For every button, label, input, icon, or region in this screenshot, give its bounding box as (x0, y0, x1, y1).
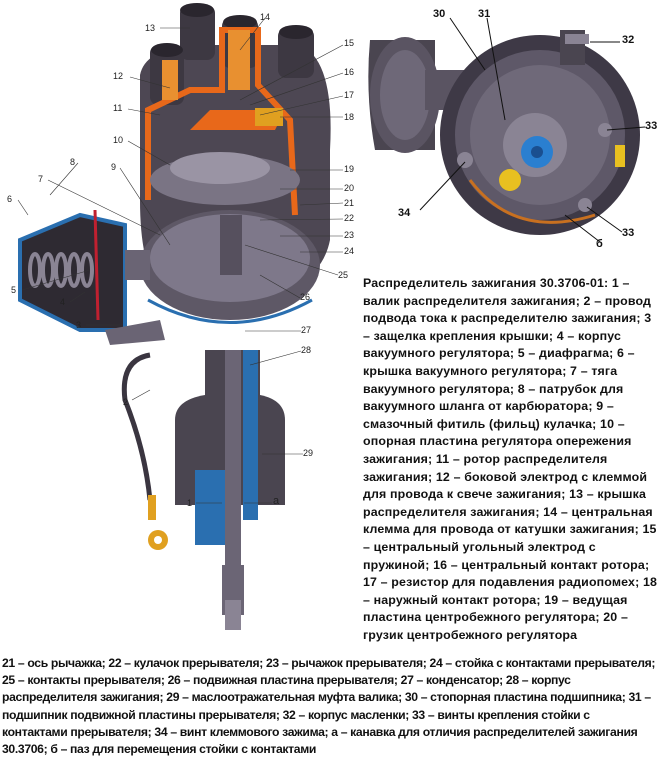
label-33-lower: 33 (622, 227, 635, 239)
label-2: 2 (123, 397, 129, 407)
label-17: 17 (344, 90, 355, 100)
label-33-upper: 33 (645, 120, 658, 132)
label-16: 16 (344, 67, 355, 77)
label-13: 13 (145, 23, 156, 33)
label-30: 30 (433, 8, 446, 20)
label-29: 29 (303, 448, 314, 458)
label-11: 11 (113, 103, 123, 113)
label-32: 32 (622, 34, 635, 46)
label-12: 12 (113, 71, 124, 81)
figure-caption-bottom: 21 – ось рычажка; 22 – кулачок прерывате… (2, 656, 656, 757)
label-5: 5 (11, 285, 17, 295)
label-21: 21 (344, 198, 355, 208)
distributor-cutaway-illustration (17, 3, 344, 630)
label-34: 34 (398, 207, 411, 219)
label-20: 20 (344, 183, 355, 193)
label-25: 25 (338, 270, 349, 280)
label-a: а (273, 495, 280, 507)
label-4: 4 (60, 297, 66, 307)
label-22: 22 (344, 213, 355, 223)
label-27: 27 (301, 325, 312, 335)
label-31: 31 (478, 8, 491, 20)
label-10: 10 (113, 135, 124, 145)
label-14: 14 (260, 12, 271, 22)
label-23: 23 (344, 230, 355, 240)
label-18: 18 (344, 112, 355, 122)
label-9: 9 (111, 162, 117, 172)
label-3: 3 (76, 320, 82, 330)
distributor-top-view-illustration (368, 17, 646, 243)
label-7: 7 (38, 174, 44, 184)
label-28: 28 (301, 345, 312, 355)
label-1: 1 (187, 498, 193, 508)
label-8: 8 (70, 157, 76, 167)
label-b: б (596, 238, 603, 250)
label-15: 15 (344, 38, 355, 48)
label-24: 24 (344, 246, 355, 256)
label-26: 26 (300, 292, 311, 302)
figure-caption-right: Распределитель зажигания 30.3706-01: 1 –… (363, 276, 658, 642)
label-6: 6 (7, 194, 13, 204)
label-19: 19 (344, 164, 355, 174)
